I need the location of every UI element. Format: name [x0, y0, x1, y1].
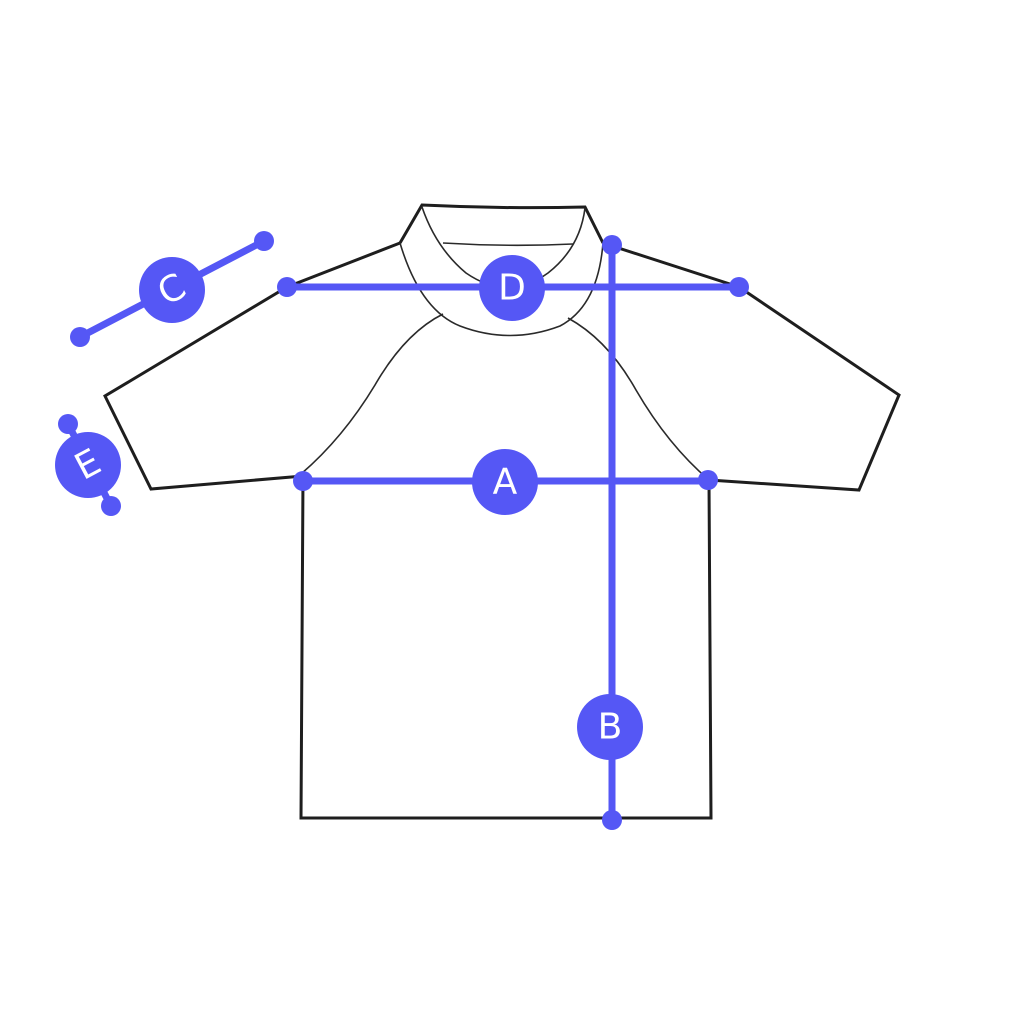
endpoint-a-left — [293, 471, 313, 491]
collar-inner-line — [442, 242, 574, 247]
tshirt-outline — [103, 203, 901, 820]
label-d-text: D — [498, 268, 526, 309]
collar-front-curve — [399, 242, 604, 337]
tshirt-body-outline — [103, 241, 901, 820]
right-raglan-seam — [567, 317, 710, 481]
tshirt-seams — [300, 206, 710, 481]
label-b-text: B — [598, 707, 623, 748]
endpoint-c-top — [254, 231, 274, 251]
endpoint-d-right — [729, 277, 749, 297]
label-badge-b: B — [577, 694, 643, 760]
left-raglan-seam — [300, 313, 444, 475]
endpoint-c-bottom — [70, 327, 90, 347]
collar-top — [398, 203, 605, 244]
measurement-endpoints — [58, 231, 749, 830]
endpoint-b-top — [602, 235, 622, 255]
label-badge-d: D — [479, 255, 545, 321]
endpoint-e-bottom — [101, 496, 121, 516]
label-badge-c: C — [139, 257, 205, 323]
endpoint-e-top — [58, 414, 78, 434]
label-a-text: A — [493, 462, 518, 503]
endpoint-d-left — [277, 277, 297, 297]
label-badge-a: A — [472, 449, 538, 515]
endpoint-b-bottom — [602, 810, 622, 830]
measurement-labels: D A B C E — [55, 255, 643, 760]
label-badge-e: E — [55, 432, 121, 498]
endpoint-a-right — [698, 470, 718, 490]
